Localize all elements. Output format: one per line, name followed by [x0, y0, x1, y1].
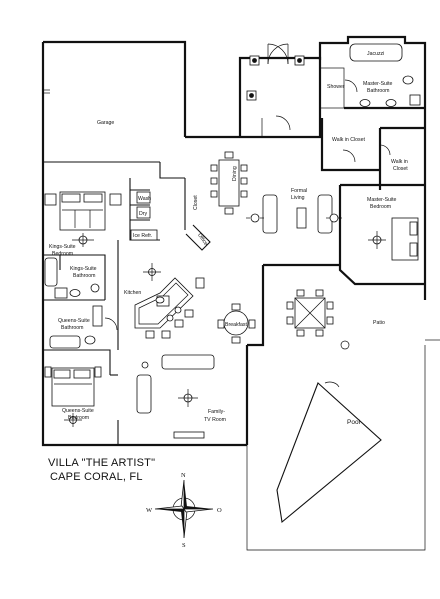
family-room-furniture [136, 354, 215, 414]
kings-bed [44, 191, 122, 247]
walk-in-closet-2-label-a: Walk in [391, 159, 408, 165]
patio-table [286, 289, 334, 337]
pool-label: Pool [347, 419, 361, 426]
ice-refr [130, 229, 158, 241]
queens-bed-label-2: Bedroom [68, 415, 89, 421]
queens-bath-fixtures [49, 305, 118, 349]
dining-table: Dining [210, 151, 248, 215]
queens-bath-label-2: Bathroom [61, 325, 84, 331]
formal-living-label-1: Formal [291, 188, 307, 194]
family-room-label-1: Family- [208, 409, 225, 415]
dryer [136, 206, 151, 219]
dry-label: Dry [139, 211, 147, 217]
pool [276, 381, 382, 524]
office-door: Office [185, 224, 211, 251]
garage-label: Garage [97, 120, 114, 126]
kitchen-island [134, 263, 205, 339]
formal-living-furniture [246, 194, 342, 234]
compass-o: O [217, 507, 222, 514]
breakfast-table [217, 303, 256, 344]
family-room-label-2: TV Room [204, 417, 226, 423]
jacuzzi: Jacuzzi [349, 43, 403, 62]
title-line-2: CAPE CORAL, FL [50, 471, 143, 483]
walk-in-closet-2-label-b: Closet [393, 166, 408, 172]
walk-in-closet-label: Walk in Closet [332, 137, 366, 143]
master-bath-fixtures [344, 75, 421, 107]
compass-s: S [182, 542, 186, 549]
queens-bed-label-1: Queens-Suite [62, 408, 94, 414]
entry-porch [246, 43, 305, 136]
jacuzzi-label: Jacuzzi [367, 51, 384, 57]
compass-w: W [146, 507, 153, 514]
pool-deck-boundary [246, 345, 426, 551]
patio-label: Patio [373, 320, 385, 326]
shower-label: Shower [327, 84, 345, 90]
master-bath-label-1: Master-Suite [363, 81, 393, 87]
kings-bed-label-2: Bedroom [52, 251, 73, 257]
kitchen-label: Kitchen [124, 290, 141, 296]
interior-walls [42, 161, 186, 445]
wash-label: Wash [138, 196, 151, 202]
queens-bath-label-1: Queens-Suite [58, 318, 90, 324]
kings-bath-label-2: Bathroom [73, 273, 96, 279]
washer [136, 191, 151, 204]
master-bath-label-2: Bathroom [367, 88, 390, 94]
exterior-walls [41, 35, 427, 447]
kings-bath-label-1: Kings-Suite [70, 266, 97, 272]
kings-bed-label-1: Kings-Suite [49, 244, 76, 250]
master-bed-label-2: Bedroom [370, 204, 391, 210]
master-bed [368, 217, 419, 261]
ice-refr-label: Ice Refr. [133, 233, 152, 239]
compass-rose: N S W O [146, 472, 222, 549]
formal-living-label-2: Living [291, 195, 305, 201]
queens-bed [44, 366, 102, 427]
title-line-1: VILLA "THE ARTIST" [48, 457, 155, 469]
kings-bath-fixtures [44, 257, 100, 299]
tv-console [173, 431, 205, 439]
breakfast-label: Breakfast [225, 322, 247, 328]
garage-door [43, 89, 50, 94]
master-bed-label-1: Master-Suite [367, 197, 397, 203]
closet-label: Closet [193, 195, 199, 210]
patio-plant [340, 340, 350, 350]
compass-n: N [181, 472, 186, 479]
dining-label: Dining [232, 166, 238, 181]
